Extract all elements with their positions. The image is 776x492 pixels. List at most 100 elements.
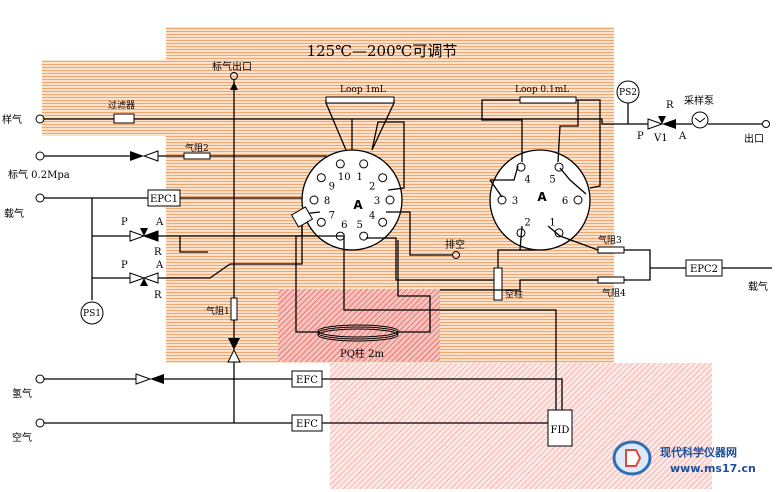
gas-resist-3-label: 气阻3: [598, 234, 622, 246]
hydrogen-check-valve: [228, 338, 240, 350]
valve-a-port-9: [316, 173, 326, 183]
svg-text:P: P: [637, 131, 644, 142]
valve-a-port-label-1: 1: [357, 172, 363, 183]
valve-a-port-5: [359, 231, 369, 241]
outlet-label: 出口: [744, 132, 764, 145]
loop-1ml-label: Loop 1mL: [340, 85, 386, 95]
sample-inlet-zone: [42, 60, 166, 136]
pq-column-coil: [317, 326, 399, 340]
filter-box: [113, 113, 135, 124]
efc-h2-label: EFC: [296, 375, 318, 386]
svg-text:R: R: [154, 290, 162, 301]
svg-text:P: P: [121, 217, 128, 228]
solenoid-valve-1: P A R: [121, 217, 164, 258]
valve-b-port-label-6: 6: [562, 196, 568, 207]
svg-text:A: A: [678, 131, 687, 142]
valve-b-port-3: [497, 195, 507, 205]
h2-valve: [135, 373, 152, 385]
outlet-arrow: [230, 82, 238, 90]
valve-a-port-label-9: 9: [329, 181, 335, 192]
ps1-gauge: [80, 301, 104, 325]
valve-a-port-10: [335, 159, 345, 169]
fid-box: [547, 409, 573, 447]
carrier-gas-right-label: 载气: [748, 280, 768, 293]
empty-column-label: 空柱: [505, 288, 523, 300]
valve-b-port-label-2: 2: [524, 218, 530, 229]
valve-a-port-7: [316, 217, 326, 227]
watermark-logo-icon: [612, 440, 652, 476]
svg-text:R: R: [154, 247, 162, 258]
empty-column: [493, 267, 503, 301]
efc-air-label: EFC: [296, 419, 318, 430]
loop-1ml: [325, 96, 395, 104]
v1-valve: P A R V1: [637, 100, 687, 144]
ps2-label: PS2: [619, 88, 637, 98]
epc1-label: EPC1: [150, 194, 178, 205]
loop-01ml-label: Loop 0.1mL: [515, 85, 569, 95]
valve-a-port-8: [309, 195, 319, 205]
std-gas-label: 标气 0.2Mpa: [8, 168, 70, 181]
std-gas-outlet-port: [230, 72, 238, 80]
valve-b-port-label-1: 1: [549, 218, 555, 229]
fid-label: FID: [551, 425, 570, 436]
air-label: 空气: [12, 431, 32, 444]
column-connector: [290, 206, 314, 228]
vent-port: [452, 251, 460, 259]
valve-a-port-3: [385, 195, 395, 205]
gas-resist-4-label: 气阻4: [602, 287, 626, 299]
valve-a-port-label-7: 7: [329, 211, 335, 222]
filter-label: 过滤器: [108, 99, 135, 111]
std-gas-port: [35, 151, 45, 161]
svg-text:A: A: [155, 217, 164, 228]
outlet-port: [762, 120, 770, 128]
valve-a-port-label-8: 8: [324, 196, 330, 207]
carrier-gas-port: [35, 193, 45, 203]
std-gas-outlet-label: 标气出口: [212, 60, 252, 73]
fid-zone: [330, 363, 712, 489]
valve-a-port-label-6: 6: [341, 220, 347, 231]
gas-resist-2-label: 气阻2: [185, 142, 209, 154]
valve-a-port-label-10: 10: [338, 172, 351, 183]
carrier-gas-label: 载气: [4, 207, 24, 220]
valve-a-port-2: [378, 173, 388, 183]
watermark-name: 现代科学仪器网: [660, 445, 737, 459]
pq-column-label: PQ柱 2m: [340, 347, 384, 360]
valve-b-port-6: [573, 195, 583, 205]
watermark-url: www.ms17.cn: [670, 462, 756, 475]
gas-resist-1-label: 气阻1: [206, 305, 230, 317]
sample-pump-icon: [691, 111, 709, 129]
svg-text:A: A: [155, 260, 164, 271]
gas-resist-3: [597, 246, 625, 254]
ps1-label: PS1: [83, 309, 101, 319]
valve-a-port-label-3: 3: [374, 196, 380, 207]
vent-label: 排空: [445, 238, 465, 251]
hydrogen-port: [35, 374, 45, 384]
valve-a-port-label-4: 4: [369, 211, 375, 222]
svg-text:R: R: [666, 100, 674, 111]
air-port: [35, 418, 45, 428]
loop-01ml: [519, 96, 577, 104]
valve-b-port-4: [516, 162, 526, 172]
valve-a-port-label-2: 2: [369, 181, 375, 192]
valve-b-port-label-4: 4: [524, 174, 530, 185]
oven-title: 125℃—200℃可调节: [307, 42, 458, 60]
gas-resist-4: [597, 276, 625, 284]
solenoid-valve-2: P A R: [121, 260, 164, 301]
valve-b-port-label-3: 3: [512, 196, 518, 207]
epc2-label: EPC2: [690, 264, 718, 275]
sample-pump-label: 采样泵: [684, 94, 714, 107]
sample-gas-label: 样气: [2, 113, 22, 126]
valve-a-port-4: [378, 217, 388, 227]
svg-text:A: A: [353, 198, 363, 212]
svg-text:A: A: [537, 190, 547, 204]
valve-b-port-1: [554, 228, 564, 238]
hydrogen-label: 氢气: [12, 387, 32, 400]
svg-text:P: P: [121, 260, 128, 271]
gas-resist-1: [230, 297, 238, 321]
valve-a-port-1: [359, 159, 369, 169]
valve-a-port-label-5: 5: [357, 220, 363, 231]
valve-b-port-label-5: 5: [549, 174, 555, 185]
six-port-valve: A 1 234 56: [489, 149, 591, 251]
